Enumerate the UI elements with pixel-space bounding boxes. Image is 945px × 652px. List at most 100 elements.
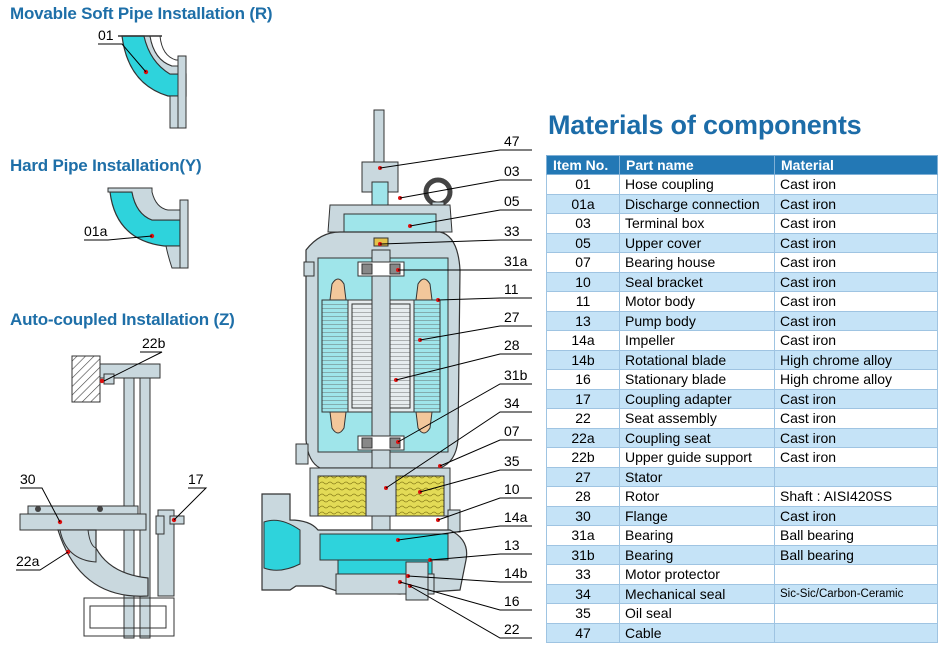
cell-part-name: Motor body — [619, 291, 775, 312]
cell-item-no: 22 — [546, 408, 620, 429]
cell-part-name: Rotational blade — [619, 349, 775, 370]
cell-item-no: 22a — [546, 427, 620, 448]
hard-pipe-installation-title: Hard Pipe Installation(Y) — [10, 156, 202, 175]
callout-14b: 14b — [504, 565, 528, 581]
callout-07: 07 — [504, 423, 520, 439]
cell-item-no: 05 — [546, 232, 620, 253]
callout-31a: 31a — [504, 253, 528, 269]
cell-material — [774, 603, 938, 624]
cell-item-no: 07 — [546, 252, 620, 273]
cell-material: Cast iron — [774, 232, 938, 253]
auto-coupled-installation-title: Auto-coupled Installation (Z) — [10, 310, 235, 329]
callout-27: 27 — [504, 309, 520, 325]
cell-material: Cast iron — [774, 505, 938, 526]
callout-22a: 22a — [16, 553, 40, 569]
cell-item-no: 33 — [546, 564, 620, 585]
callout-17: 17 — [188, 471, 204, 487]
cell-part-name: Rotor — [619, 486, 775, 507]
cell-material: Cast iron — [774, 174, 938, 195]
callout-01a: 01a — [84, 223, 108, 239]
cell-material — [774, 622, 938, 643]
callout-34: 34 — [504, 395, 520, 411]
cell-item-no: 34 — [546, 583, 620, 604]
materials-title: Materials of components — [548, 110, 862, 140]
cell-material — [774, 564, 938, 585]
cell-item-no: 30 — [546, 505, 620, 526]
cell-part-name: Bearing — [619, 544, 775, 565]
cell-part-name: Upper guide support — [619, 447, 775, 468]
cell-part-name: Coupling seat — [619, 427, 775, 448]
auto-coupled-drawing — [19, 355, 185, 639]
header-item-no: Item No. — [546, 155, 620, 175]
cell-part-name: Mechanical seal — [619, 583, 775, 604]
cell-item-no: 10 — [546, 271, 620, 292]
cell-material: Sic-Sic/Carbon-Ceramic — [774, 583, 938, 604]
cell-item-no: 27 — [546, 466, 620, 487]
leader-lines — [16, 43, 532, 639]
cell-material: Cast iron — [774, 310, 938, 331]
cell-material: Cast iron — [774, 447, 938, 468]
cell-item-no: 31a — [546, 525, 620, 546]
cell-part-name: Pump body — [619, 310, 775, 331]
cell-material: Cast iron — [774, 427, 938, 448]
cell-part-name: Flange — [619, 505, 775, 526]
cell-item-no: 31b — [546, 544, 620, 565]
soft-pipe-elbow — [118, 35, 187, 129]
cell-material: Cast iron — [774, 213, 938, 234]
callout-31b: 31b — [504, 367, 528, 383]
cell-item-no: 14b — [546, 349, 620, 370]
movable-installation-title: Movable Soft Pipe Installation (R) — [10, 4, 273, 23]
cell-item-no: 16 — [546, 369, 620, 390]
callout-11: 11 — [504, 281, 519, 297]
cell-part-name: Oil seal — [619, 603, 775, 624]
cell-item-no: 01a — [546, 193, 620, 214]
callout-47: 47 — [504, 133, 520, 149]
cell-part-name: Impeller — [619, 330, 775, 351]
cell-part-name: Stator — [619, 466, 775, 487]
table-header-row: Item No. Part name Material — [546, 155, 938, 175]
cell-material: Cast iron — [774, 271, 938, 292]
callout-03: 03 — [504, 163, 520, 179]
cell-part-name: Hose coupling — [619, 174, 775, 195]
callout-28: 28 — [504, 337, 520, 353]
callout-16: 16 — [504, 593, 520, 609]
callout-14a: 14a — [504, 509, 528, 525]
callout-33: 33 — [504, 223, 520, 239]
callout-22: 22 — [504, 621, 520, 637]
hard-pipe-elbow — [107, 187, 189, 269]
cell-item-no: 11 — [546, 291, 620, 312]
cell-material: Ball bearing — [774, 525, 938, 546]
callout-22b: 22b — [142, 335, 166, 351]
pump-cross-section — [261, 109, 468, 601]
cell-item-no: 03 — [546, 213, 620, 234]
cell-material: Cast iron — [774, 388, 938, 409]
cell-item-no: 35 — [546, 603, 620, 624]
cell-item-no: 01 — [546, 174, 620, 195]
cell-item-no: 47 — [546, 622, 620, 643]
cell-item-no: 28 — [546, 486, 620, 507]
callout-05: 05 — [504, 193, 520, 209]
cell-part-name: Stationary blade — [619, 369, 775, 390]
